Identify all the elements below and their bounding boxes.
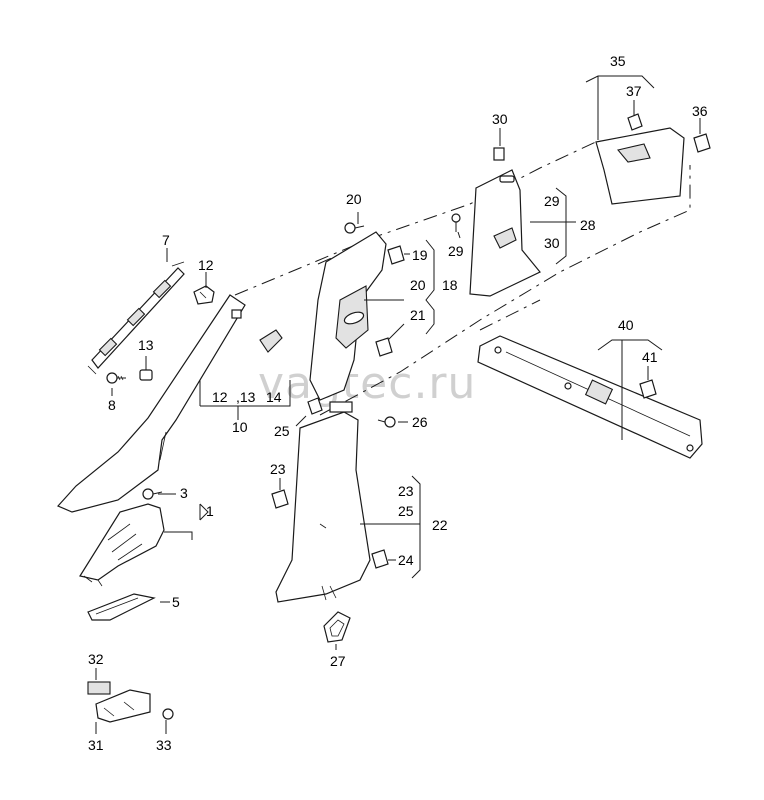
callout-41: 41 <box>642 349 658 365</box>
part-26-screw <box>377 416 396 428</box>
part-35-rear-panel <box>595 127 685 205</box>
callout-40: 40 <box>618 317 634 333</box>
part-7-rail <box>87 261 185 375</box>
part-13-nut <box>139 369 153 381</box>
callout-30-top: 30 <box>492 111 508 127</box>
callout-31: 31 <box>88 737 104 753</box>
part-18-b-pillar-upper <box>309 231 387 401</box>
callout-37: 37 <box>626 83 642 99</box>
callout-8: 8 <box>108 397 116 413</box>
part-32-label-plate <box>87 681 111 695</box>
callout-33: 33 <box>156 737 172 753</box>
callout-14: 14 <box>266 389 282 405</box>
callout-21: 21 <box>410 307 426 323</box>
part-10-a-pillar-trim <box>56 294 246 513</box>
callout-20-top: 20 <box>346 191 362 207</box>
callout-13-group: ,13 <box>236 389 256 405</box>
callout-36: 36 <box>692 103 708 119</box>
callout-35: 35 <box>610 53 626 69</box>
callout-30-group: 30 <box>544 235 560 251</box>
callout-29-group: 29 <box>544 193 560 209</box>
callout-32: 32 <box>88 651 104 667</box>
part-5-cover-strip <box>87 593 156 621</box>
callout-25-group: 25 <box>398 503 414 519</box>
leader-lines <box>95 75 701 734</box>
part-8-bolt <box>106 372 126 384</box>
part-28-c-pillar-trim <box>469 169 541 297</box>
part-12-clip <box>193 285 215 305</box>
callout-28: 28 <box>580 217 596 233</box>
part-23-clip <box>271 489 289 509</box>
callout-26: 26 <box>412 414 428 430</box>
callout-19: 19 <box>412 247 428 263</box>
part-40-rear-cover-strip <box>477 335 703 459</box>
part-21-clip <box>375 337 393 357</box>
part-3-clip <box>142 488 163 500</box>
part-20-bolt <box>344 222 365 234</box>
part-1-lower-trim <box>79 503 165 587</box>
callout-24: 24 <box>398 552 414 568</box>
part-30-clip <box>493 147 505 161</box>
part-33-screw <box>162 708 174 720</box>
callout-10: 10 <box>232 419 248 435</box>
part-37-clip <box>627 113 643 131</box>
callout-1: 1 <box>206 503 214 519</box>
callout-27: 27 <box>330 653 346 669</box>
part-19-clip <box>387 245 405 265</box>
callout-29: 29 <box>448 243 464 259</box>
part-27-seal <box>323 611 351 643</box>
callout-labels: 7 12 13 8 12 ,13 14 10 3 1 5 20 19 20 18… <box>88 53 708 753</box>
part-24-clip <box>371 549 389 569</box>
part-36-clip <box>693 133 711 153</box>
callout-20-group: 20 <box>410 277 426 293</box>
callout-12: 12 <box>198 257 214 273</box>
part-22-b-pillar-lower <box>275 401 371 603</box>
callout-3: 3 <box>180 485 188 501</box>
callout-7: 7 <box>162 232 170 248</box>
callout-23-left: 23 <box>270 461 286 477</box>
part-41-clip <box>639 379 657 399</box>
callout-12-group: 12 <box>212 389 228 405</box>
callout-23-group: 23 <box>398 483 414 499</box>
watermark-text: vagtec.ru <box>258 358 476 409</box>
part-31-bracket <box>95 689 151 723</box>
callout-25-top: 25 <box>274 423 290 439</box>
part-14-grille <box>259 329 283 353</box>
part-25-clip <box>307 397 323 415</box>
callout-13: 13 <box>138 337 154 353</box>
part-29-stud <box>451 213 461 232</box>
callout-18: 18 <box>442 277 458 293</box>
callout-22: 22 <box>432 517 448 533</box>
callout-5: 5 <box>172 594 180 610</box>
